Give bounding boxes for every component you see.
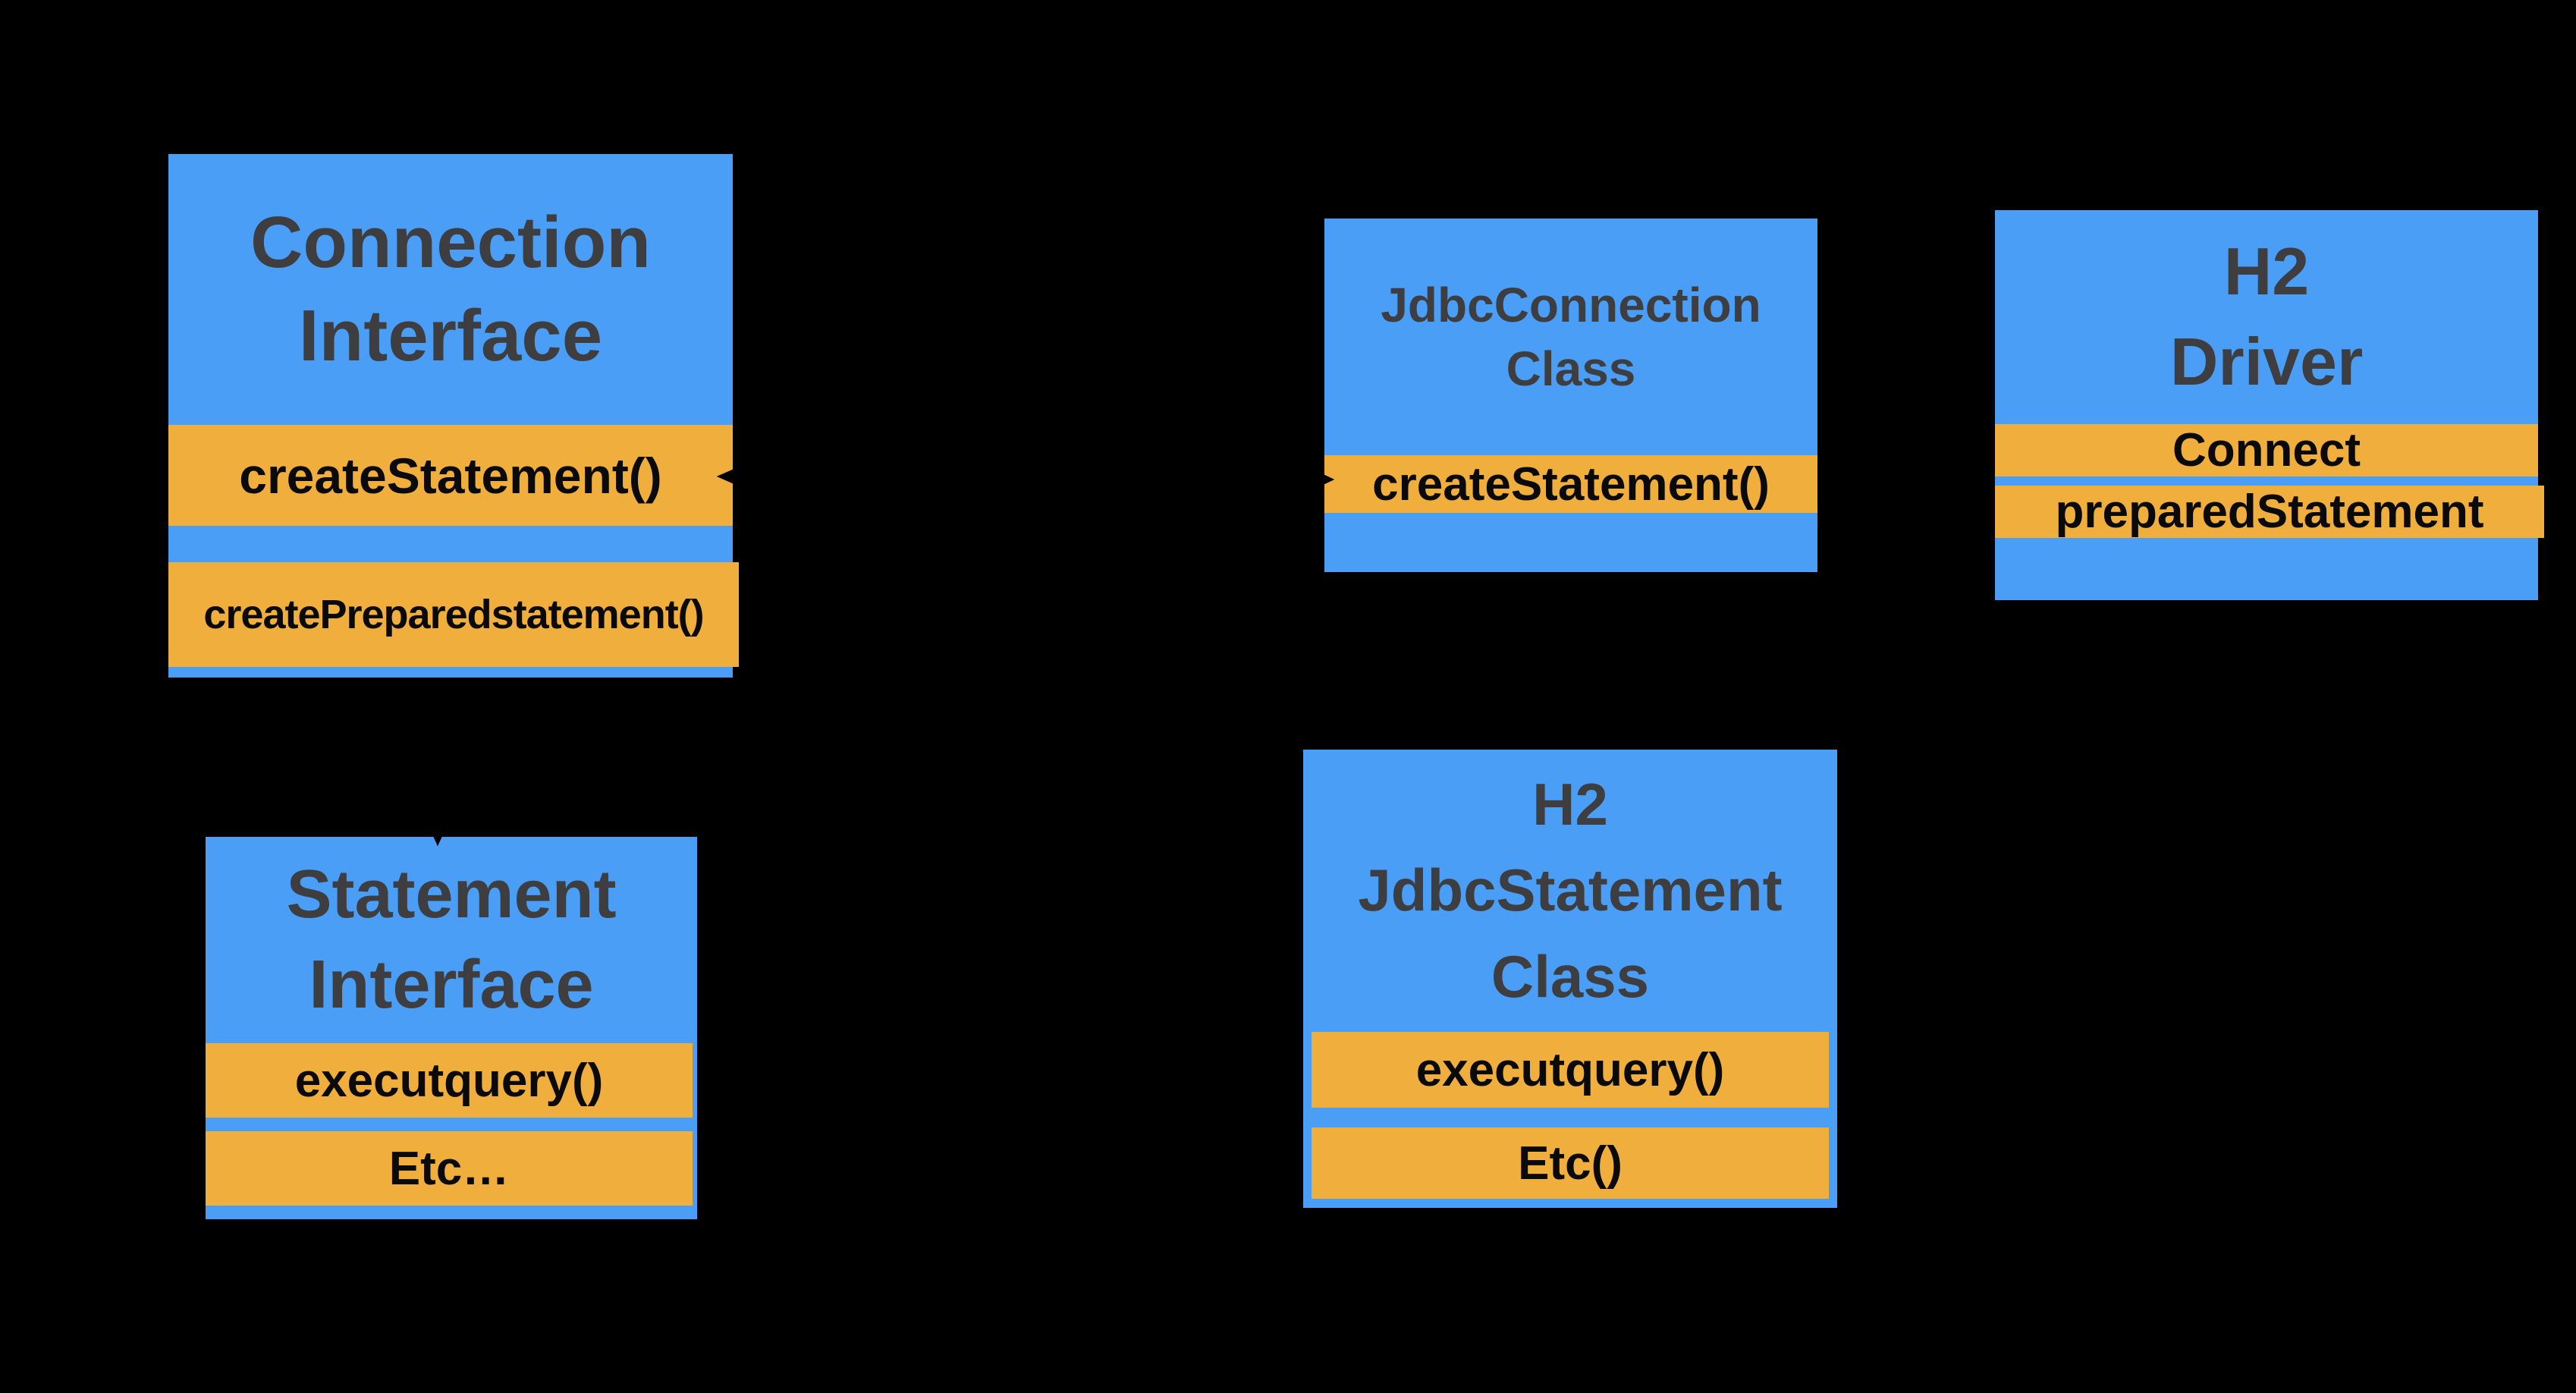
method-row-connect: Connect xyxy=(1995,424,2538,476)
class-title-h2-driver: H2 Driver xyxy=(2169,234,2364,399)
method-label-executquery-interface: executquery() xyxy=(294,1054,604,1107)
class-title-jdbc-connection: JdbcConnection Class xyxy=(1381,277,1761,396)
class-title-statement-interface: Statement Interface xyxy=(286,857,617,1023)
class-box-jdbc-connection: JdbcConnection Class createStatement() xyxy=(1324,219,1817,572)
method-row-create-preparedstatement: createPreparedstatement() xyxy=(168,562,739,667)
class-title-h2-jdbc-statement: H2 JdbcStatement Class xyxy=(1358,771,1783,1010)
method-label-executquery-class: executquery() xyxy=(1415,1043,1725,1096)
method-row-etc-interface: Etc… xyxy=(206,1131,693,1206)
class-header-connection-interface: Connection Interface xyxy=(168,154,733,425)
method-row-executquery-interface: executquery() xyxy=(206,1043,693,1118)
class-header-jdbc-connection: JdbcConnection Class xyxy=(1324,219,1817,455)
method-row-etc-class: Etc() xyxy=(1312,1127,1829,1199)
class-header-h2-jdbc-statement: H2 JdbcStatement Class xyxy=(1303,750,1837,1032)
method-label-etc-class: Etc() xyxy=(1518,1137,1623,1190)
method-label-create-preparedstatement: createPreparedstatement() xyxy=(203,592,704,637)
connector-createstatement-arrow xyxy=(716,460,1335,498)
class-header-statement-interface: Statement Interface xyxy=(206,837,697,1043)
method-row-executquery-class: executquery() xyxy=(1312,1032,1829,1108)
class-box-statement-interface: Statement Interface executquery() Etc… xyxy=(206,837,697,1219)
class-header-h2-driver: H2 Driver xyxy=(1995,210,2538,424)
method-label-prepared-statement: preparedStatement xyxy=(2055,486,2484,538)
method-label-create-statement: createStatement() xyxy=(239,447,662,504)
method-label-etc-interface: Etc… xyxy=(388,1142,510,1195)
method-label-jdbc-create-statement: createStatement() xyxy=(1372,458,1770,511)
class-box-connection-interface: Connection Interface createStatement() c… xyxy=(168,154,739,678)
class-box-h2-jdbc-statement: H2 JdbcStatement Class executquery() Etc… xyxy=(1303,750,1837,1208)
method-row-create-statement: createStatement() xyxy=(168,425,733,526)
method-row-jdbc-create-statement: createStatement() xyxy=(1324,455,1817,513)
method-row-prepared-statement: preparedStatement xyxy=(1995,486,2544,538)
class-box-h2-driver: H2 Driver Connect preparedStatement xyxy=(1995,210,2544,600)
connector-line-horizontal xyxy=(721,474,1328,482)
method-label-connect: Connect xyxy=(2172,424,2361,476)
class-title-connection-interface: Connection Interface xyxy=(250,201,651,376)
connector-interface-inheritance-arrow xyxy=(421,683,454,847)
